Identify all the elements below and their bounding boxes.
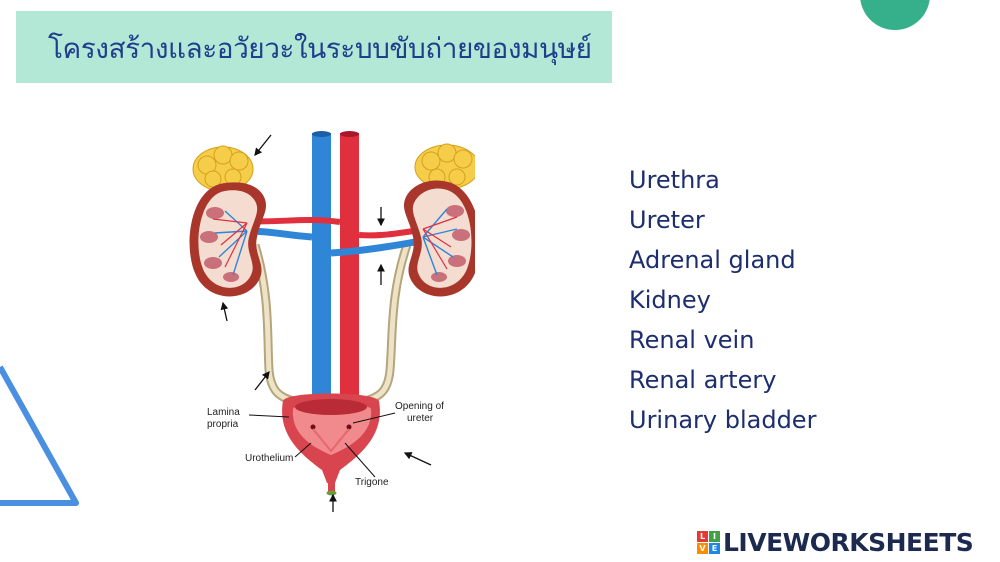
term-renal-vein[interactable]: Renal vein bbox=[629, 326, 755, 354]
term-kidney[interactable]: Kidney bbox=[629, 286, 711, 314]
label-leaders bbox=[248, 412, 396, 478]
adrenal-gland-right[interactable] bbox=[414, 143, 475, 190]
decorative-circle bbox=[860, 0, 930, 30]
ureter-right[interactable] bbox=[363, 243, 412, 406]
label-lamina-propria-2: propria bbox=[207, 419, 239, 430]
label-trigone: Trigone bbox=[355, 477, 389, 488]
aorta bbox=[340, 133, 359, 395]
liveworksheets-logo-icon: L I V E bbox=[697, 531, 720, 554]
decorative-triangle bbox=[0, 365, 79, 506]
kidney-right[interactable] bbox=[404, 180, 475, 297]
ureter-left[interactable] bbox=[250, 243, 295, 406]
term-adrenal-gland[interactable]: Adrenal gland bbox=[629, 246, 796, 274]
label-lamina-propria: Lamina bbox=[207, 407, 240, 418]
kidney-left[interactable] bbox=[189, 182, 267, 297]
term-bank: Urethra Ureter Adrenal gland Kidney Rena… bbox=[629, 160, 816, 440]
term-urethra[interactable]: Urethra bbox=[629, 166, 720, 194]
urinary-bladder[interactable] bbox=[282, 393, 380, 484]
page-title: โครงสร้างและอวัยวะในระบบขับถ่ายของมนุษย์ bbox=[48, 32, 592, 65]
drop-zone-arrows bbox=[220, 134, 432, 512]
label-opening-of-ureter-2: ureter bbox=[407, 413, 434, 424]
urinary-system-diagram: Lamina propria Urothelium Opening of ure… bbox=[189, 131, 475, 512]
brand-name: LIVEWORKSHEETS bbox=[723, 528, 974, 557]
label-urothelium: Urothelium bbox=[245, 453, 293, 464]
term-renal-artery[interactable]: Renal artery bbox=[629, 366, 777, 394]
brand-footer: L I V E LIVEWORKSHEETS bbox=[697, 528, 974, 557]
adrenal-gland-left[interactable] bbox=[192, 145, 254, 192]
urethra[interactable] bbox=[326, 481, 337, 496]
label-opening-of-ureter: Opening of bbox=[395, 401, 444, 412]
title-banner: โครงสร้างและอวัยวะในระบบขับถ่ายของมนุษย์ bbox=[16, 11, 612, 83]
term-urinary-bladder[interactable]: Urinary bladder bbox=[629, 406, 817, 434]
vena-cava bbox=[312, 133, 331, 395]
term-ureter[interactable]: Ureter bbox=[629, 206, 705, 234]
